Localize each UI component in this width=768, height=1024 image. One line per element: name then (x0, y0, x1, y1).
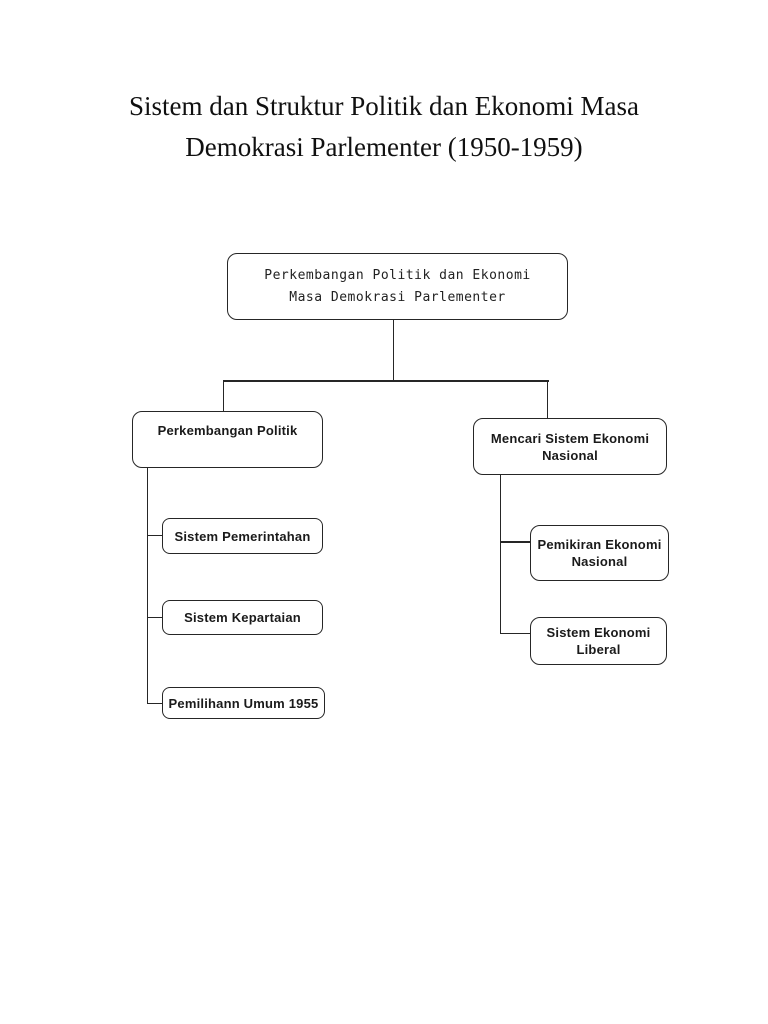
node-sistem-ekonomi-liberal: Sistem Ekonomi Liberal (530, 617, 667, 665)
node-sistem-pemerintahan-label: Sistem Pemerintahan (174, 528, 311, 544)
node-root: Perkembangan Politik dan Ekonomi Masa De… (227, 253, 568, 320)
node-sistem-kepartaian-label: Sistem Kepartaian (184, 610, 301, 625)
connector-left-drop (222, 380, 225, 412)
connector-left-stub-2 (146, 616, 164, 619)
node-mencari-sistem-ekonomi-line2: Nasional (542, 447, 598, 463)
connector-left-stub-1 (146, 534, 164, 537)
node-sistem-ekonomi-liberal-line2: Liberal (576, 642, 621, 657)
connector-right-stub-2 (499, 632, 532, 635)
node-root-line1: Perkembangan Politik dan Ekonomi (264, 268, 531, 283)
connector-right-drop (546, 380, 549, 419)
node-pemikiran-ekonomi-line1: Pemikiran Ekonomi (537, 537, 662, 552)
node-sistem-kepartaian: Sistem Kepartaian (162, 600, 323, 635)
node-mencari-sistem-ekonomi-line1: Mencari Sistem Ekonomi (490, 430, 650, 446)
node-sistem-pemerintahan: Sistem Pemerintahan (162, 518, 323, 554)
node-mencari-sistem-ekonomi: Mencari Sistem Ekonomi Nasional (473, 418, 667, 475)
connector-right-rail (499, 474, 502, 634)
node-root-line2: Masa Demokrasi Parlementer (289, 290, 506, 305)
node-pemilihan-umum: Pemilihann Umum 1955 (162, 687, 325, 719)
page-title-line2: Demokrasi Parlementer (1950-1959) (185, 132, 583, 162)
node-perkembangan-politik-label: Perkembangan Politik (157, 423, 298, 438)
node-pemilihan-umum-label: Pemilihann Umum 1955 (168, 695, 319, 711)
page-title: Sistem dan Struktur Politik dan Ekonomi … (0, 86, 768, 168)
node-perkembangan-politik: Perkembangan Politik (132, 411, 323, 468)
connector-branch-bar (222, 380, 549, 382)
connector-root-stem (392, 320, 395, 380)
connector-left-stub-3 (146, 702, 164, 705)
node-pemikiran-ekonomi-line2: Nasional (571, 554, 628, 569)
page-title-line1: Sistem dan Struktur Politik dan Ekonomi … (129, 91, 639, 121)
node-sistem-ekonomi-liberal-line1: Sistem Ekonomi (546, 625, 651, 640)
connector-left-rail (146, 467, 149, 704)
node-pemikiran-ekonomi: Pemikiran Ekonomi Nasional (530, 525, 669, 581)
connector-right-stub-1 (499, 541, 532, 543)
